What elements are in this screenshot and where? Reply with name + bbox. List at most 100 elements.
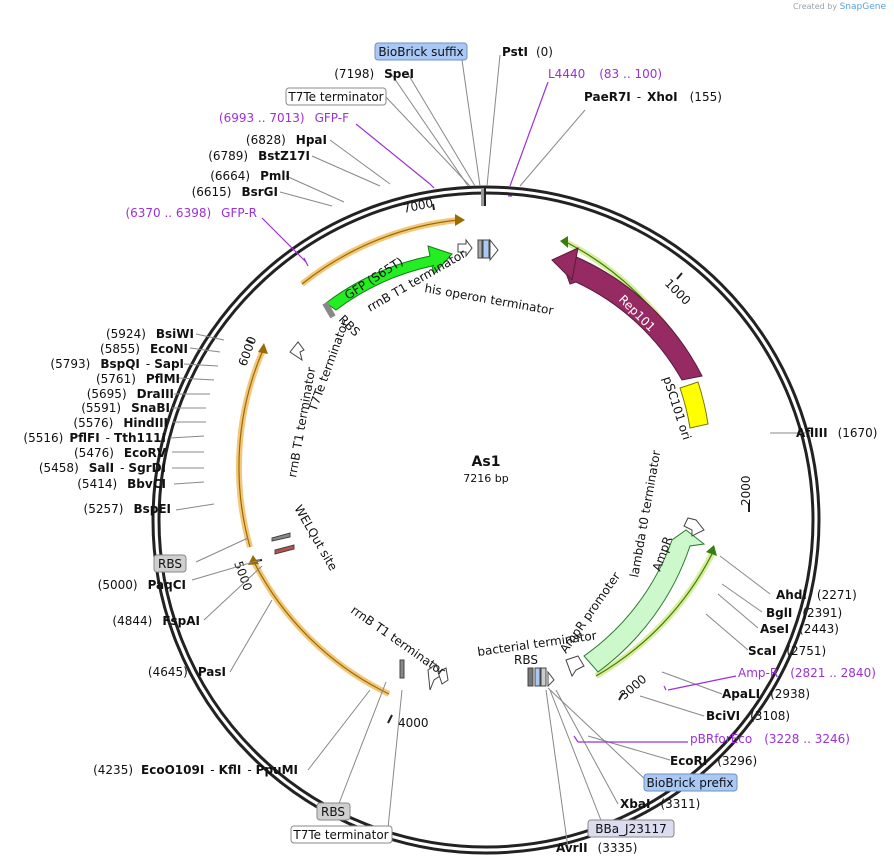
- site-hpai: HpaI: [296, 133, 327, 147]
- site-psti: PstI: [502, 45, 528, 59]
- rbs-bottom-box: RBS: [321, 805, 345, 819]
- site-bcivi: BciVI: [706, 709, 740, 723]
- tick-2000: 2000: [739, 475, 753, 506]
- biobrick-prefix-box: BioBrick prefix: [646, 776, 733, 790]
- snapgene-logo: SnapGene: [839, 2, 886, 12]
- site-snabi: SnaBI: [131, 401, 170, 415]
- primer-labels: L4440(83 .. 100) Amp-R(2821 .. 2840) pBR…: [125, 67, 875, 746]
- site-scai: ScaI: [748, 644, 776, 658]
- svg-text:PstI(0): PstI(0): [502, 45, 553, 59]
- primer-amp-r: Amp-R: [738, 666, 778, 680]
- site-bspei: BspEI: [133, 502, 171, 516]
- svg-text:(4844)FspAI: (4844)FspAI: [112, 614, 200, 628]
- svg-text:XbaI(3311): XbaI(3311): [620, 797, 700, 811]
- svg-text:BglI(2391): BglI(2391): [766, 606, 842, 620]
- svg-text:(5458)SalI-SgrDI: (5458)SalI-SgrDI: [39, 461, 166, 475]
- svg-text:(5924)BsiWI: (5924)BsiWI: [106, 327, 194, 341]
- svg-text:L4440(83 .. 100): L4440(83 .. 100): [548, 67, 662, 81]
- svg-text:BciVI(3108): BciVI(3108): [706, 709, 790, 723]
- site-paqci: PaqCI: [148, 578, 186, 592]
- site-labels-left: (4235)EcoO109I-KflI-PpuMI (4645)PasI (48…: [23, 67, 414, 777]
- svg-text:(5414)BbvCI: (5414)BbvCI: [77, 477, 166, 491]
- svg-text:(5000)PaqCI: (5000)PaqCI: [98, 578, 186, 592]
- tick-marks: [245, 203, 750, 724]
- backbone-outer: [151, 185, 821, 855]
- svg-text:Amp-R(2821 .. 2840): Amp-R(2821 .. 2840): [738, 666, 876, 680]
- site-ecori: EcoRI: [670, 754, 707, 768]
- feature-rep101[interactable]: Rep101: [551, 247, 703, 381]
- site-ecoo109i: EcoO109I: [141, 763, 204, 777]
- site-pasi: PasI: [198, 665, 226, 679]
- site-bsrgi: BsrGI: [241, 185, 278, 199]
- site-bbvci: BbvCI: [127, 477, 166, 491]
- svg-text:AflIII(1670): AflIII(1670): [796, 426, 877, 440]
- svg-text:(4645)PasI: (4645)PasI: [148, 665, 226, 679]
- svg-text:ScaI(2751): ScaI(2751): [748, 644, 826, 658]
- orf-arcs: [235, 214, 717, 697]
- svg-text:(5761)PflMI: (5761)PflMI: [96, 372, 180, 386]
- site-bsiwi: BsiWI: [156, 327, 194, 341]
- site-labels: PstI(0) PaeR7I-XhoI(155) AflIII(1670) Ah…: [502, 45, 877, 855]
- t7te-bottom-box: T7Te terminator: [292, 828, 388, 842]
- biobrick-suffix-box: BioBrick suffix: [378, 45, 463, 59]
- small-features: [271, 238, 705, 691]
- site-fspai: FspAI: [162, 614, 200, 628]
- credit-prefix: Created by: [793, 2, 838, 11]
- svg-text:EcoRI(3296): EcoRI(3296): [670, 754, 757, 768]
- t7te-left-label: T7Te terminator: [305, 319, 351, 414]
- site-bgli: BglI: [766, 606, 792, 620]
- svg-text:(6615)BsrGI: (6615)BsrGI: [192, 185, 278, 199]
- rbs-left-box: RBS: [158, 557, 182, 571]
- svg-text:(5695)DraIII: (5695)DraIII: [87, 387, 174, 401]
- svg-text:(6789)BstZ17I: (6789)BstZ17I: [208, 149, 310, 163]
- primer-lines: [261, 81, 737, 743]
- site-paer7i: PaeR7I: [584, 90, 631, 104]
- boxed-labels: BioBrick suffix T7Te terminator BioBrick…: [153, 42, 738, 844]
- site-apali: ApaLI: [722, 687, 760, 701]
- site-asei: AseI: [760, 622, 789, 636]
- site-pflfi: PflFI: [69, 431, 99, 445]
- rbs-bottom-label: RBS: [514, 653, 538, 667]
- site-ecorv: EcoRV: [124, 446, 167, 460]
- tick-1000: 1000: [662, 276, 693, 307]
- site-pflmi: PflMI: [146, 372, 180, 386]
- lambda-terminator-arrow: [683, 517, 705, 537]
- svg-text:(7198)SpeI: (7198)SpeI: [334, 67, 414, 81]
- primer-gfp-r: GFP-R: [221, 206, 257, 220]
- his-terminator-arrow: [457, 238, 473, 258]
- svg-text:(5257)BspEI: (5257)BspEI: [84, 502, 171, 516]
- credit: Created by SnapGene: [793, 2, 886, 12]
- site-bspqi: BspQI: [100, 357, 140, 371]
- svg-text:(5793)BspQI-SapI: (5793)BspQI-SapI: [50, 357, 184, 371]
- welq-label: WELQut site: [291, 503, 340, 574]
- svg-text:(5855)EcoNI: (5855)EcoNI: [100, 342, 188, 356]
- svg-text:(6993 .. 7013)GFP-F: (6993 .. 7013)GFP-F: [219, 111, 349, 125]
- svg-text:AvrII(3335): AvrII(3335): [556, 841, 637, 855]
- svg-text:(6828)HpaI: (6828)HpaI: [246, 133, 327, 147]
- feature-psc101-ori[interactable]: pSC101 ori: [660, 375, 709, 442]
- leader-lines: [169, 54, 812, 849]
- his-label: his operon terminator: [423, 281, 554, 317]
- primer-gfp-f: GFP-F: [315, 111, 350, 125]
- svg-text:(5591)SnaBI: (5591)SnaBI: [81, 401, 170, 415]
- svg-text:AhdI(2271): AhdI(2271): [776, 588, 857, 602]
- tick-7000: 7000: [402, 196, 435, 216]
- rrnb-left-arrow: [289, 341, 305, 362]
- svg-text:(6370 .. 6398)GFP-R: (6370 .. 6398)GFP-R: [125, 206, 257, 220]
- svg-text:(4235)EcoO109I-KflI-PpuMI: (4235)EcoO109I-KflI-PpuMI: [93, 763, 298, 777]
- bba-j23117-box: BBa_J23117: [595, 822, 667, 836]
- site-xbai: XbaI: [620, 797, 650, 811]
- site-econi: EcoNI: [150, 342, 188, 356]
- svg-text:pBRforEco(3228 .. 3246): pBRforEco(3228 .. 3246): [690, 732, 850, 746]
- site-pmli: PmlI: [260, 169, 290, 183]
- t7te-top-box: T7Te terminator: [287, 90, 383, 104]
- primer-l4440: L4440: [548, 67, 585, 81]
- site-sali: SalI: [89, 461, 114, 475]
- plasmid-length: 7216 bp: [463, 472, 508, 485]
- svg-text:(5576)HindIII: (5576)HindIII: [73, 416, 168, 430]
- plasmid-name: As1: [472, 454, 501, 470]
- svg-text:PaeR7I-XhoI(155): PaeR7I-XhoI(155): [584, 90, 722, 104]
- site-hindiii: HindIII: [123, 416, 168, 430]
- svg-text:(5516)PflFI-Tth111I: (5516)PflFI-Tth111I: [23, 431, 166, 445]
